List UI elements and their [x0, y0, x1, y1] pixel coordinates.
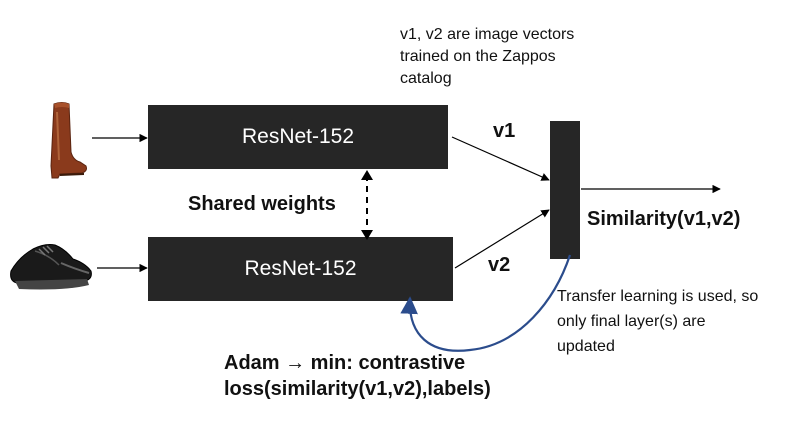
zappos-note-line: catalog: [400, 70, 452, 87]
encoder-top-label: ResNet-152: [241, 125, 355, 148]
transfer-note-line: Transfer learning is used, so: [557, 288, 759, 305]
v2-arrow: [454, 209, 550, 269]
sneaker-image: [10, 244, 92, 290]
transfer-note-line: updated: [557, 338, 615, 355]
v2-label: v2: [488, 254, 511, 276]
transfer-note-line: only final layer(s) are: [557, 313, 706, 330]
zappos-note-line: v1, v2 are image vectors: [400, 26, 575, 43]
v1-label: v1: [493, 120, 516, 142]
encoder-block-bottom: ResNet-152: [148, 237, 453, 301]
encoder-block-top: ResNet-152: [148, 105, 448, 169]
shared-weights-label: Shared weights: [188, 193, 336, 215]
optimizer-note-line: loss(similarity(v1,v2),labels): [224, 378, 491, 400]
similarity-block: [550, 121, 580, 259]
optimizer-note-line: Adam → min: contrastive: [224, 352, 466, 374]
zappos-note: v1, v2 are image vectors trained on the …: [400, 24, 574, 90]
zappos-note-line: trained on the Zappos: [400, 48, 556, 65]
encoder-bottom-label: ResNet-152: [244, 257, 357, 280]
transfer-learning-note: Transfer learning is used, so only final…: [557, 284, 758, 359]
v1-arrow: [451, 136, 550, 181]
optimizer-note: Adam → min: contrastive loss(similarity(…: [224, 350, 491, 402]
boot-image: [50, 102, 87, 179]
similarity-label: Similarity(v1,v2): [587, 208, 741, 230]
feedback-curve: [400, 254, 572, 352]
